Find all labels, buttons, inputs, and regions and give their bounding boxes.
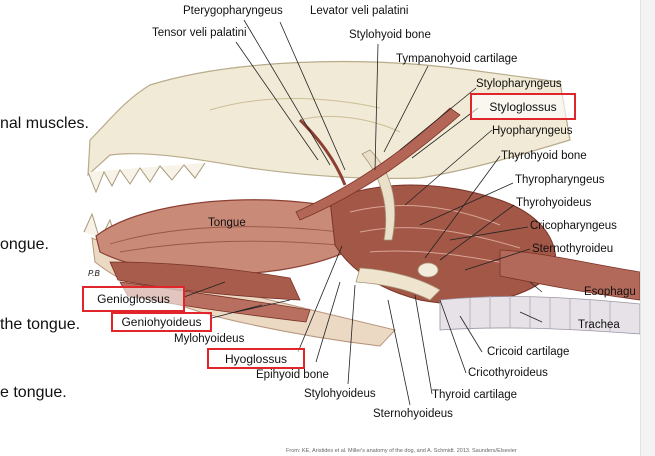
highlight-geniohyoideus: Geniohyoideus — [111, 312, 212, 332]
image-citation: From: KE, Aristides et al. Miller's anat… — [286, 448, 517, 454]
label-cricothyroideus: Cricothyroideus — [468, 367, 548, 379]
label-cricopharyngeus: Cricopharyngeus — [530, 220, 617, 232]
label-trachea: Trachea — [578, 319, 620, 331]
label-thyroid-cartilage: Thyroid cartilage — [432, 389, 518, 401]
label-stylopharyngeus: Stylopharyngeus — [476, 78, 562, 90]
label-stylohyoid-bone: Stylohyoid bone — [349, 29, 431, 41]
label-thyrohyoid-bone: Thyrohyoid bone — [501, 150, 587, 162]
highlight-styloglossus: Styloglossus — [470, 93, 576, 120]
hyoid-apparatus — [355, 267, 441, 301]
slide-text-line-2: ongue. — [0, 236, 49, 253]
label-thyrohyoideus: Thyrohyoideus — [516, 197, 592, 209]
upper-teeth — [87, 162, 206, 194]
slide-text-line-1: nal muscles. — [0, 115, 89, 132]
label-genioglossus: Genioglossus — [97, 292, 170, 306]
label-tensor-veli-palatini: Tensor veli palatini — [152, 27, 247, 39]
label-sternohyoideus: Sternohyoideus — [373, 408, 453, 420]
slide-text-line-3: the tongue. — [0, 316, 81, 333]
label-stylohyoideus: Stylohyoideus — [304, 388, 376, 400]
label-tongue: Tongue — [208, 217, 246, 229]
label-epihyoid-bone: Epihyoid bone — [256, 369, 329, 381]
label-pterygopharyngeus: Pterygopharyngeus — [183, 5, 283, 17]
label-styloglossus: Styloglossus — [489, 99, 557, 114]
label-cricoid-cartilage: Cricoid cartilage — [487, 346, 570, 358]
label-thyropharyngeus: Thyropharyngeus — [515, 174, 605, 186]
highlight-hyoglossus: Hyoglossus — [207, 348, 305, 369]
label-mylohyoideus: Mylohyoideus — [174, 333, 245, 345]
label-levator-veli-palatini: Levator veli palatini — [310, 5, 409, 17]
label-tympanohyoid-cartilage: Tympanohyoid cartilage — [396, 53, 518, 65]
scrollbar[interactable] — [640, 0, 655, 456]
label-geniohyoideus: Geniohyoideus — [121, 315, 202, 329]
label-sternothyroideus: Sternothyroideu — [532, 243, 614, 255]
label-initials: P.B — [88, 269, 100, 278]
slide-text-line-4: e tongue. — [0, 384, 67, 401]
label-hyoglossus: Hyoglossus — [224, 351, 288, 366]
label-esophagus: Esophagu — [584, 286, 636, 298]
skull-shape — [87, 60, 571, 180]
highlight-genioglossus: Genioglossus — [82, 286, 185, 312]
label-hyopharyngeus: Hyopharyngeus — [492, 125, 573, 137]
styloglossus-muscle — [295, 107, 461, 221]
